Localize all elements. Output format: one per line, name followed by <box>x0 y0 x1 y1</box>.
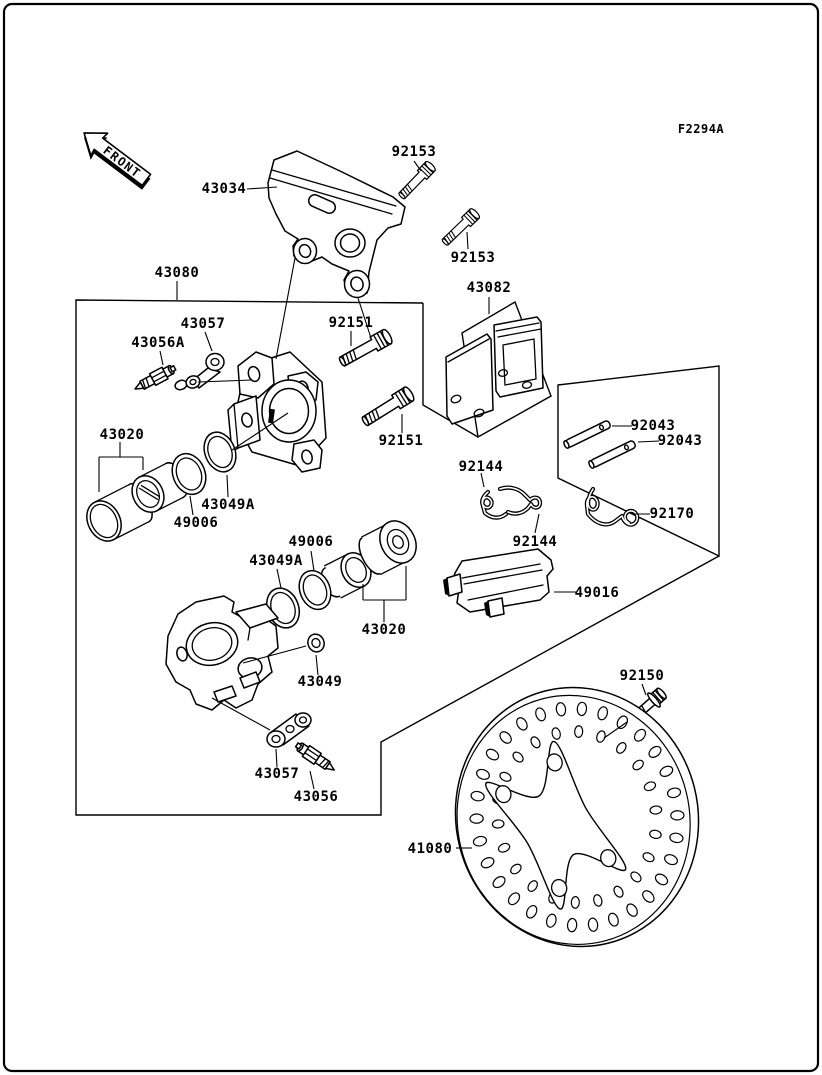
part-label: 43057 <box>255 766 300 782</box>
part-label: 92170 <box>650 506 695 522</box>
lever-43057-top-drawing <box>174 352 225 391</box>
part-label: 92144 <box>513 534 558 550</box>
part-label: 43049 <box>298 674 343 690</box>
piston-43020-right-drawing <box>358 520 417 575</box>
spring-92170-drawing <box>584 486 640 527</box>
bolt-92151-bottom <box>358 384 417 430</box>
parts-art <box>86 150 700 948</box>
washer-43049-drawing <box>307 633 325 653</box>
pad-holder-49016-drawing <box>443 548 554 618</box>
part-label: 43034 <box>202 181 247 197</box>
part-label: 92144 <box>459 459 504 475</box>
brake-disc-41080-drawing <box>454 686 700 948</box>
bolt-92153-top <box>395 159 438 202</box>
part-label: 49016 <box>575 585 620 601</box>
front-arrow: FRONT <box>83 132 152 190</box>
part-label: 92043 <box>631 418 676 434</box>
caliper-body-drawing <box>165 595 279 711</box>
part-label: 92151 <box>329 315 374 331</box>
part-label: 92150 <box>620 668 665 684</box>
bleeder-43056a-drawing <box>131 361 179 396</box>
pin-92043-top-drawing <box>562 419 613 450</box>
part-label: 49006 <box>174 515 219 531</box>
part-label: 43082 <box>467 280 512 296</box>
part-label: 43049A <box>249 553 303 569</box>
part-label: 43020 <box>100 427 145 443</box>
leader-lines <box>98 160 660 849</box>
part-label: 49006 <box>289 534 334 550</box>
part-labels: 92153 43034 92153 43080 43082 43057 9215… <box>100 144 703 857</box>
bleeder-43056-drawing <box>292 738 339 777</box>
brake-pads-43082-drawing <box>445 316 544 425</box>
pin-92043-bottom-drawing <box>587 439 638 470</box>
seal-49006-top-drawing <box>171 452 207 496</box>
pins-group-panel <box>557 365 720 558</box>
lever-43057-bottom-drawing <box>266 712 312 748</box>
part-label: 92153 <box>392 144 437 160</box>
bracket-43034-drawing <box>267 150 406 299</box>
part-label: 43056A <box>131 335 185 351</box>
part-label: 92151 <box>379 433 424 449</box>
part-label: 92043 <box>658 433 703 449</box>
part-label: 43080 <box>155 265 200 281</box>
part-label: 43057 <box>181 316 226 332</box>
part-label: 41080 <box>408 841 453 857</box>
seal-49006-bottom-drawing <box>298 569 332 611</box>
part-label: 92153 <box>451 250 496 266</box>
part-label: 43020 <box>362 622 407 638</box>
bolt-92153-bottom <box>439 206 482 249</box>
bolt-92151-top <box>336 327 395 371</box>
caliper-holder-drawing <box>227 351 327 473</box>
part-label: 43056 <box>294 789 339 805</box>
spring-92144-drawing <box>480 485 543 520</box>
part-label: 43049A <box>201 497 255 513</box>
diagram-code: F2294A <box>678 122 725 136</box>
seal-43049a-top-drawing <box>203 431 237 473</box>
